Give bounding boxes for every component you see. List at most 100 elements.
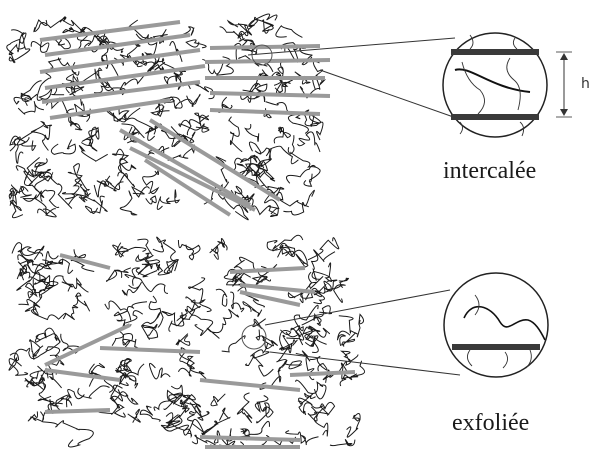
clay-platelet (210, 110, 320, 114)
polymer-chain (68, 164, 82, 178)
clay-platelet (240, 292, 300, 305)
polymer-chain (216, 289, 227, 306)
polymer-chain (51, 140, 75, 155)
polymer-chain (298, 132, 320, 152)
polymer-chain (114, 385, 138, 404)
clay-platelet (205, 60, 330, 62)
polymer-chain (30, 417, 79, 430)
polymer-chain (334, 285, 346, 303)
clay-platelet (290, 372, 355, 375)
polymer-chain (149, 296, 163, 328)
polymer-chain (25, 302, 66, 319)
polymer-chain (9, 33, 30, 63)
polymer-chain (253, 352, 274, 376)
top-clay-platelets (40, 22, 330, 215)
polymer-chain (10, 136, 20, 151)
polymer-chain (187, 300, 211, 312)
polymer-chain (178, 356, 206, 378)
polymer-chain (21, 81, 42, 100)
polymer-chain (230, 292, 244, 312)
clay-platelet (200, 380, 300, 390)
polymer-chain (288, 135, 294, 154)
polymer-chain (275, 80, 293, 94)
polymer-chain (19, 299, 41, 309)
polymer-chain (176, 334, 190, 346)
polymer-chain (288, 272, 311, 298)
polymer-chain (257, 402, 273, 423)
polymer-chain (136, 256, 152, 275)
polymer-chain (274, 127, 290, 143)
polymer-chain (186, 40, 206, 48)
polymer-chain (106, 111, 125, 122)
polymer-chain (27, 157, 47, 176)
polymer-chain (202, 408, 230, 435)
polymer-chain (66, 295, 78, 320)
polymer-chain (150, 363, 171, 378)
polymer-chain (192, 419, 207, 434)
polymer-chain (195, 406, 209, 420)
polymer-chain (82, 135, 97, 151)
polymer-chain (127, 364, 144, 388)
polymer-chain (85, 196, 104, 213)
polymer-chain (357, 314, 363, 336)
clay-platelet (100, 348, 200, 352)
polymer-chain (68, 429, 93, 447)
polymer-chain (253, 276, 271, 285)
polymer-chain (178, 240, 200, 260)
polymer-chain (133, 278, 168, 294)
polymer-chain (112, 397, 126, 417)
polymer-chain (18, 101, 44, 114)
polymer-chain (62, 179, 80, 194)
clay-platelet (130, 148, 255, 210)
polymer-chain (36, 328, 60, 341)
polymer-chain (276, 26, 303, 38)
polymer-chain (189, 278, 205, 301)
bottom-polymer-chains (9, 235, 365, 448)
polymer-chain (168, 94, 200, 108)
polymer-chain (157, 190, 179, 210)
polymer-chain (29, 340, 43, 360)
polymer-chain (120, 191, 137, 215)
polymer-chain (330, 440, 355, 446)
polymer-chain (278, 360, 302, 371)
clay-platelet (45, 370, 120, 380)
clay-platelet (50, 100, 170, 118)
polymer-chain (143, 171, 159, 194)
polymer-chain (304, 174, 312, 187)
top-zoom-circle (443, 33, 547, 137)
clay-platelet (210, 93, 330, 96)
polymer-chain (313, 61, 325, 85)
polymer-chain (237, 393, 252, 423)
polymer-chain (347, 413, 361, 437)
polymer-chain (26, 283, 37, 298)
polymer-chain (299, 393, 324, 408)
polymer-chain (28, 411, 37, 421)
polymer-chain (294, 250, 308, 267)
polymer-chain (253, 319, 266, 329)
bottom-zoom-circle (444, 273, 548, 377)
polymer-chain (113, 245, 146, 257)
polymer-chain (31, 41, 49, 52)
polymer-chain (310, 263, 332, 289)
spacing-arrow (556, 52, 572, 117)
polymer-chain (245, 124, 258, 141)
polymer-chain (239, 56, 273, 72)
polymer-chain (190, 113, 209, 126)
polymer-chain (34, 17, 66, 32)
polymer-chain (128, 409, 141, 422)
polymer-chain (24, 191, 47, 210)
polymer-chain (308, 238, 339, 260)
clay-platelet (45, 325, 130, 365)
polymer-chain (249, 142, 269, 156)
polymer-chain (211, 394, 225, 406)
polymer-chain (153, 237, 176, 262)
polymer-chain (312, 250, 335, 281)
bottom-clay-platelets (45, 255, 355, 447)
intercalated-panel (7, 14, 572, 220)
polymer-chain (132, 187, 149, 197)
clay-platelet (240, 285, 315, 292)
exfoliated-label: exfoliée (452, 410, 529, 437)
interlayer-spacing-label: h (581, 76, 590, 92)
polymer-chain (38, 209, 57, 217)
